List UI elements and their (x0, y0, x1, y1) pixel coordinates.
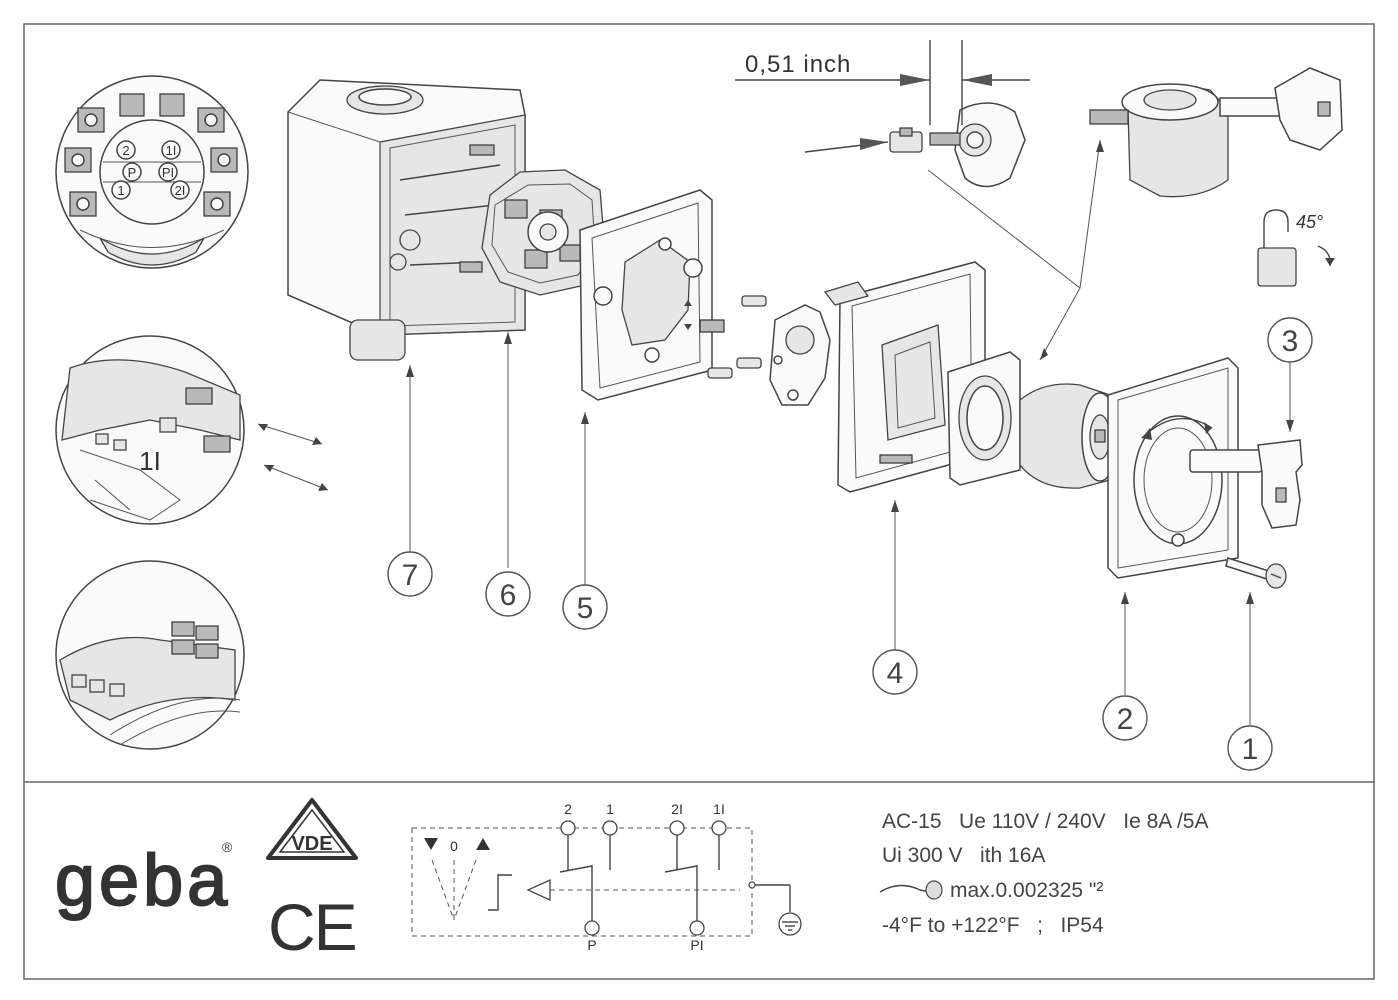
svg-text:2: 2 (1117, 703, 1134, 736)
detail-contact-seated (55, 560, 245, 750)
dimension-label: 0,51 inch (745, 51, 851, 78)
spec-line-temperature: -4°F to +122°F ; IP54 (882, 914, 1104, 937)
terminal-label-1: 1 (117, 183, 124, 198)
callout-3: 3 (1267, 317, 1313, 363)
key-cylinder (1019, 383, 1119, 489)
terminal-label-pi: PI (162, 165, 174, 180)
terminal-label-1i: 1I (166, 143, 177, 158)
schematic-label-1: 1 (606, 801, 614, 817)
spec-line-cross-section: max.0.002325 "² (950, 879, 1103, 902)
schematic-label-1i: 1I (713, 801, 725, 817)
lock-angle-label: 45° (1296, 212, 1323, 232)
lock-assembly (1089, 67, 1343, 198)
spec-line-ac15: AC-15 Ue 110V / 240V Ie 8A /5A (882, 810, 1208, 833)
terminal-label-p: P (128, 165, 137, 180)
cover-frame-part-4 (823, 261, 986, 493)
ce-mark: CE (268, 890, 358, 964)
cam-detail (889, 102, 1026, 188)
geba-logo: geba ® (54, 839, 233, 922)
dimension-annotation: 0,51 inch (735, 40, 1030, 153)
specifications: AC-15 Ue 110V / 240V Ie 8A /5A Ui 300 V … (879, 810, 1208, 937)
svg-text:geba: geba (55, 841, 231, 921)
callout-5: 5 (562, 584, 608, 630)
mounting-frame-part-5 (579, 189, 725, 401)
spec-line-ui: Ui 300 V ith 16A (882, 844, 1045, 867)
schematic-outline (411, 827, 753, 937)
svg-text:1: 1 (1242, 733, 1259, 766)
vde-mark: VDE (266, 798, 358, 860)
svg-text:VDE: VDE (291, 833, 332, 855)
svg-text:CE: CE (268, 890, 356, 964)
detail-terminal-layout: 2 1I P PI 1 2I (55, 75, 249, 269)
contact-block-part-6 (481, 169, 606, 296)
callout-6: 6 (485, 571, 531, 617)
svg-text:5: 5 (577, 592, 594, 625)
gasket (769, 304, 831, 406)
housing-part-7 (287, 79, 526, 361)
svg-text:®: ® (222, 839, 233, 855)
key-front (1189, 439, 1303, 529)
padlock-icon: 45° (1257, 209, 1335, 287)
detail-contact-insertion: 1I (55, 335, 245, 525)
svg-text:3: 3 (1282, 325, 1299, 358)
ring-label-1i: 1I (139, 446, 161, 476)
schematic-zero: 0 (450, 838, 458, 854)
front-plate-part-2 (1107, 357, 1239, 579)
terminal-pins (707, 295, 767, 379)
svg-text:7: 7 (402, 559, 419, 592)
callout-4: 4 (872, 649, 918, 695)
schematic-label-2i: 2I (671, 801, 683, 817)
svg-text:6: 6 (500, 579, 517, 612)
leader-lines (406, 139, 1294, 725)
screw-part-1 (1225, 557, 1287, 589)
callout-7: 7 (387, 551, 433, 597)
terminal-label-2i: 2I (175, 183, 186, 198)
schematic-label-p: P (587, 937, 596, 953)
callout-1: 1 (1227, 725, 1273, 771)
switch-schematic: 0 2 1 2I 1I P PI (411, 801, 802, 953)
svg-text:4: 4 (887, 657, 904, 690)
callout-2: 2 (1102, 695, 1148, 741)
terminal-label-2: 2 (122, 143, 129, 158)
insertion-arrows (257, 423, 329, 491)
schematic-label-2: 2 (564, 801, 572, 817)
drawing-frame (23, 23, 1375, 980)
seal-ring (947, 351, 1021, 486)
schematic-label-pi: PI (690, 937, 703, 953)
